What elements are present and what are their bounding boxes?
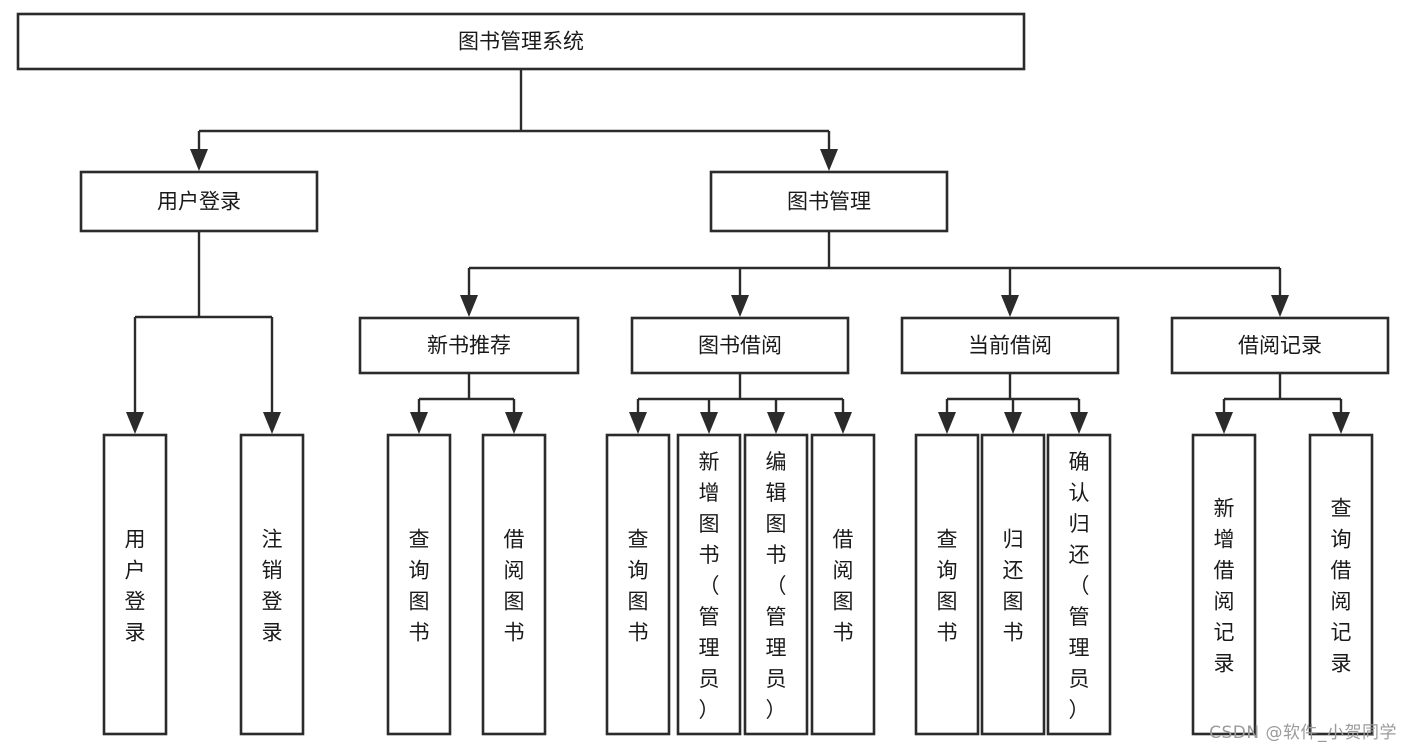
flow-node-bookmgr[interactable]: 图书管理 <box>709 170 949 233</box>
arrow-head-icon <box>1004 412 1022 434</box>
arrow-head-icon <box>820 149 838 171</box>
node-label: 图书管理系统 <box>458 30 584 54</box>
node-box[interactable] <box>676 433 742 736</box>
node-box[interactable] <box>16 12 1026 71</box>
node-label: 用户登录 <box>125 528 146 645</box>
node-label: 查询图书 <box>628 528 649 645</box>
node-box[interactable] <box>630 316 850 375</box>
connector-group-borrow <box>629 373 852 434</box>
node-label: 查询图书 <box>937 528 958 645</box>
arrow-head-icon <box>410 412 428 434</box>
node-layer: 图书管理系统用户登录图书管理新书推荐图书借阅当前借阅借阅记录用户登录注销登录查询… <box>16 12 1390 736</box>
node-label: 编辑图书（管理员） <box>766 450 787 722</box>
edge-layer <box>126 69 1350 434</box>
arrow-head-icon <box>1332 412 1350 434</box>
flow-node-leaf-11[interactable]: 确认归还（管理员） <box>1046 433 1112 736</box>
node-label: 新增图书（管理员） <box>699 450 720 722</box>
node-label: 当前借阅 <box>968 334 1052 358</box>
node-box[interactable] <box>239 433 305 736</box>
flow-node-leaf-2[interactable]: 注销登录 <box>239 433 305 736</box>
arrow-head-icon <box>1070 412 1088 434</box>
flow-node-records[interactable]: 借阅记录 <box>1170 316 1390 375</box>
node-box[interactable] <box>900 316 1120 375</box>
flow-node-leaf-8[interactable]: 借阅图书 <box>810 433 876 736</box>
node-box[interactable] <box>102 433 168 736</box>
flow-node-leaf-3[interactable]: 查询图书 <box>386 433 452 736</box>
node-label: 借阅图书 <box>504 528 525 645</box>
node-box[interactable] <box>605 433 671 736</box>
node-box[interactable] <box>1170 316 1390 375</box>
flow-node-newbook[interactable]: 新书推荐 <box>358 316 580 375</box>
node-label: 图书管理 <box>787 190 871 214</box>
node-box[interactable] <box>810 433 876 736</box>
node-label: 图书借阅 <box>698 334 782 358</box>
arrow-head-icon <box>629 412 647 434</box>
node-box[interactable] <box>914 433 980 736</box>
node-label: 借阅图书 <box>833 528 854 645</box>
flow-node-root[interactable]: 图书管理系统 <box>16 12 1026 71</box>
node-box[interactable] <box>980 433 1046 736</box>
node-label: 确认归还（管理员） <box>1069 450 1090 722</box>
node-label: 查询图书 <box>409 528 430 645</box>
node-box[interactable] <box>1191 433 1257 736</box>
flow-node-leaf-9[interactable]: 查询图书 <box>914 433 980 736</box>
connector-group-records <box>1215 373 1350 434</box>
arrow-head-icon <box>505 412 523 434</box>
node-label: 注销登录 <box>262 528 283 645</box>
node-box[interactable] <box>709 170 949 233</box>
flow-node-leaf-10[interactable]: 归还图书 <box>980 433 1046 736</box>
node-label: 归还图书 <box>1003 528 1024 645</box>
flow-node-leaf-6[interactable]: 新增图书（管理员） <box>676 433 742 736</box>
arrow-head-icon <box>767 412 785 434</box>
arrow-head-icon <box>126 412 144 434</box>
arrow-head-icon <box>1271 295 1289 317</box>
node-box[interactable] <box>1308 433 1374 736</box>
flow-node-login[interactable]: 用户登录 <box>79 170 319 233</box>
node-box[interactable] <box>743 433 809 736</box>
flow-node-current[interactable]: 当前借阅 <box>900 316 1120 375</box>
arrow-head-icon <box>938 412 956 434</box>
node-box[interactable] <box>1046 433 1112 736</box>
node-box[interactable] <box>79 170 319 233</box>
arrow-head-icon <box>700 412 718 434</box>
arrow-head-icon <box>190 149 208 171</box>
arrow-head-icon <box>460 295 478 317</box>
node-label: 借阅记录 <box>1238 334 1322 358</box>
arrow-head-icon <box>731 295 749 317</box>
flow-node-borrow[interactable]: 图书借阅 <box>630 316 850 375</box>
node-label: 查询借阅记录 <box>1331 497 1352 676</box>
connector-group-bookmgr <box>460 231 1289 317</box>
connector-group-newbook <box>410 373 523 434</box>
flow-node-leaf-1[interactable]: 用户登录 <box>102 433 168 736</box>
arrow-head-icon <box>1215 412 1233 434</box>
flow-node-leaf-7[interactable]: 编辑图书（管理员） <box>743 433 809 736</box>
flow-node-leaf-13[interactable]: 查询借阅记录 <box>1308 433 1374 736</box>
connector-group-login <box>126 231 281 434</box>
node-label: 用户登录 <box>157 190 241 214</box>
flow-node-leaf-12[interactable]: 新增借阅记录 <box>1191 433 1257 736</box>
arrow-head-icon <box>263 412 281 434</box>
connector-group-root <box>190 69 838 171</box>
arrow-head-icon <box>834 412 852 434</box>
flow-node-leaf-5[interactable]: 查询图书 <box>605 433 671 736</box>
node-box[interactable] <box>481 433 547 736</box>
node-label: 新书推荐 <box>427 334 511 358</box>
node-label: 新增借阅记录 <box>1214 497 1235 676</box>
node-box[interactable] <box>358 316 580 375</box>
arrow-head-icon <box>1001 295 1019 317</box>
node-box[interactable] <box>386 433 452 736</box>
flow-node-leaf-4[interactable]: 借阅图书 <box>481 433 547 736</box>
connector-group-current <box>938 373 1088 434</box>
